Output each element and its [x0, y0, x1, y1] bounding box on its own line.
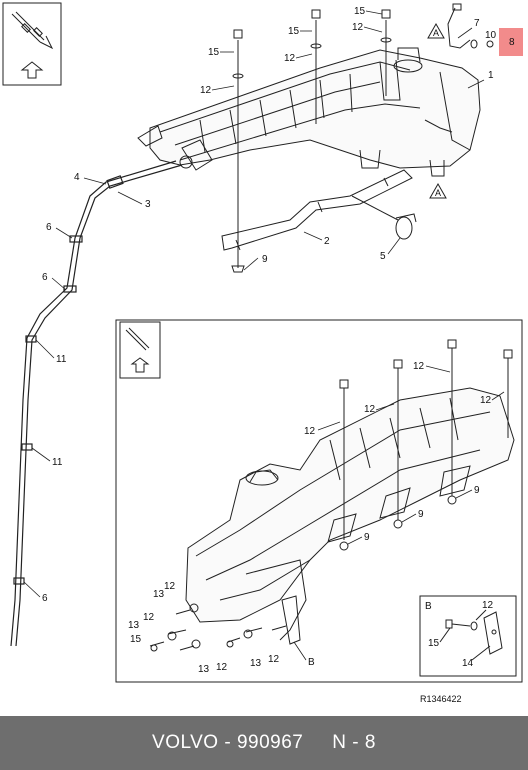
callout-9: 9	[262, 254, 268, 265]
detail-b: B 12 15 14	[419, 595, 517, 677]
orientation-arrow-icon	[130, 357, 150, 373]
callout-11: 11	[52, 457, 63, 468]
callout-4: 4	[74, 172, 80, 183]
callout-8: 8	[509, 37, 515, 48]
callout-13: 13	[198, 664, 210, 675]
leader-lines-inset	[293, 365, 505, 661]
callout-5: 5	[380, 251, 386, 262]
callout-15: 15	[354, 6, 366, 17]
callout-9: 9	[474, 485, 480, 496]
callout-13: 13	[250, 658, 262, 669]
expansion-tank	[137, 47, 481, 177]
orientation-arrow-icon	[20, 61, 44, 79]
callout-11: 11	[56, 354, 67, 365]
level-sensor	[447, 3, 494, 49]
callout-13: 13	[153, 589, 165, 600]
inset-tank	[185, 387, 515, 645]
callout-15: 15	[428, 638, 440, 649]
callout-B: B	[308, 657, 315, 668]
callout-12: 12	[216, 662, 228, 673]
orientation-icon-inset	[119, 321, 161, 379]
callout-12: 12	[304, 426, 316, 437]
callout-12: 12	[200, 85, 212, 96]
callout-12: 12	[143, 612, 155, 623]
callouts-inset: 12 12 12 12 9 9 9 12 13 12 13 15 13 12 1…	[128, 361, 492, 675]
footer-part-number: 990967	[236, 732, 304, 753]
callout-12: 12	[480, 395, 492, 406]
detail-b-label: B	[425, 601, 432, 612]
callout-12: 12	[164, 581, 176, 592]
footer-separator: -	[218, 732, 237, 753]
callout-12: 12	[482, 600, 494, 611]
warning-triangle-icon	[427, 22, 447, 199]
inset-panel	[115, 319, 523, 683]
callout-10: 10	[485, 30, 497, 41]
callouts-main: 15 15 15 12 12 12 7 10 8 1 4 3 2 9 5 6 6…	[42, 6, 515, 604]
callout-12: 12	[364, 404, 376, 415]
callout-15: 15	[288, 26, 300, 37]
callout-3: 3	[145, 199, 151, 210]
callout-12: 12	[413, 361, 425, 372]
callout-6: 6	[42, 272, 48, 283]
callout-9: 9	[418, 509, 424, 520]
coolant-hose	[10, 160, 183, 647]
warning-label: A	[433, 28, 439, 38]
footer-brand: VOLVO	[152, 732, 219, 753]
callout-15: 15	[130, 634, 142, 645]
callout-6: 6	[42, 593, 48, 604]
footer-section: N - 8	[332, 732, 376, 753]
callout-14: 14	[462, 658, 474, 669]
leader-lines-main	[23, 10, 485, 598]
hose-clamp	[351, 195, 417, 240]
callout-12: 12	[268, 654, 280, 665]
callout-6: 6	[46, 222, 52, 233]
callout-13: 13	[128, 620, 140, 631]
callout-1: 1	[488, 70, 494, 81]
parts-diagram: A A 15 15 15 12 12 12 7 10 8 1 4 3 2 9 5…	[2, 2, 523, 704]
callout-2: 2	[324, 236, 330, 247]
callout-12: 12	[352, 22, 364, 33]
drawing-reference: R1346422	[420, 694, 462, 704]
callout-12: 12	[284, 53, 296, 64]
orientation-icon-main	[2, 2, 62, 86]
highlight-box	[499, 28, 523, 56]
inset-bolts	[149, 339, 513, 652]
callout-15: 15	[208, 47, 220, 58]
callout-7: 7	[474, 18, 480, 29]
warning-label: A	[435, 188, 441, 198]
callout-9: 9	[364, 532, 370, 543]
footer-bar: VOLVO - 990967 N - 8	[0, 716, 528, 770]
